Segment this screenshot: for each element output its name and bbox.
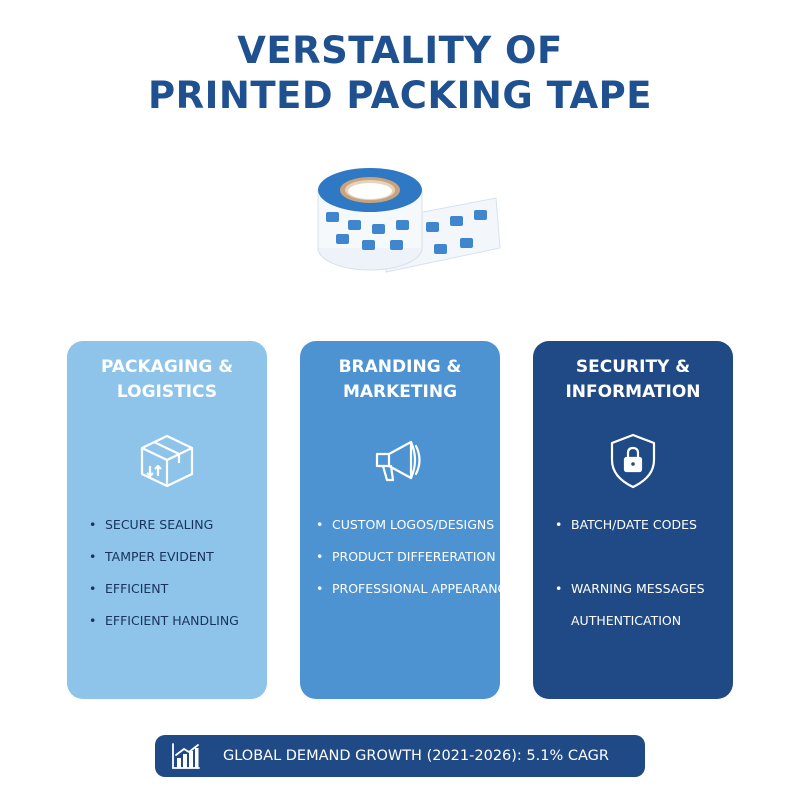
bullet-list: •BATCH/DATE CODES •WARNING MESSAGES AUTH… [533,509,733,637]
card-title-line-1: BRANDING & [338,357,462,377]
list-item: •BATCH/DATE CODES [555,517,697,532]
title-line-2: PRINTED PACKING TAPE [147,74,652,117]
list-item: •EFFICIENT [89,581,169,596]
list-item: •PRODUCT DIFFERERATION [316,549,496,564]
list-item: •SECURE SEALING [89,517,214,532]
card-branding-marketing: BRANDING & MARKETING •CUSTOM LOGOS/DESIG… [300,341,515,699]
bullet-list: •CUSTOM LOGOS/DESIGNS •PRODUCT DIFFERERA… [300,509,515,605]
demand-growth-text: GLOBAL DEMAND GROWTH (2021-2026): 5.1% C… [223,748,609,764]
printed-tape-roll-icon [317,168,501,273]
card-title: PACKAGING & LOGISTICS [67,355,267,405]
demand-growth-banner: GLOBAL DEMAND GROWTH (2021-2026): 5.1% C… [155,735,645,777]
card-title-line-1: PACKAGING & [100,357,234,377]
card-title-line-2: LOGISTICS [116,382,218,402]
card-title-line-1: SECURITY & [575,357,691,377]
list-item: •TAMPER EVIDENT [89,549,214,564]
bar-chart-growth-icon [172,743,200,769]
bullet-list: •SECURE SEALING •TAMPER EVIDENT •EFFICIE… [67,509,267,637]
list-item: •WARNING MESSAGES [555,581,705,596]
list-item: •CUSTOM LOGOS/DESIGNS [316,517,495,532]
card-title-line-2: INFORMATION [565,382,701,402]
card-packaging-logistics: PACKAGING & LOGISTICS •SECURE SEALING •T… [67,341,267,699]
box-icon [140,434,194,488]
megaphone-icon [375,440,421,482]
list-item: AUTHENTICATION [571,613,682,628]
card-title-line-2: MARKETING [342,382,458,402]
card-title: BRANDING & MARKETING [300,355,500,405]
list-item: •PROFESSIONAL APPEARANCE [316,581,515,596]
list-item: •EFFICIENT HANDLING [89,613,239,628]
card-security-information: SECURITY & INFORMATION •BATCH/DATE CODES… [533,341,733,699]
page-title: VERSTALITY OF PRINTED PACKING TAPE [0,28,800,118]
title-line-1: VERSTALITY OF [237,29,563,72]
shield-lock-icon [610,433,656,489]
card-title: SECURITY & INFORMATION [533,355,733,405]
